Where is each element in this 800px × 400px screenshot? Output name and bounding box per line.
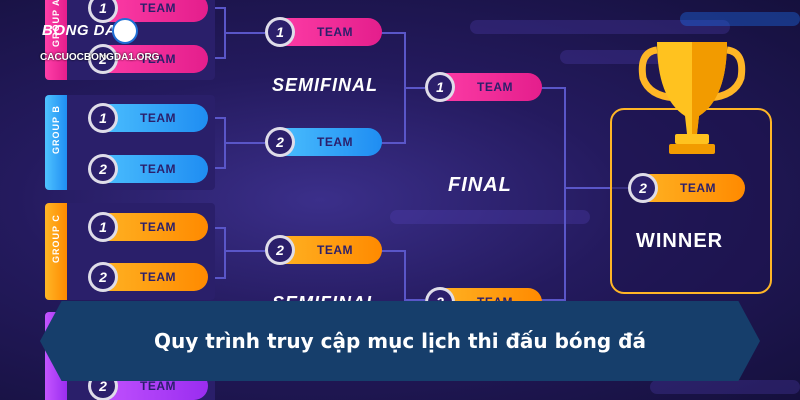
bg-stripe (470, 20, 730, 34)
group-b-team-2[interactable]: 2 TEAM (88, 154, 208, 184)
team-name: TEAM (140, 1, 176, 15)
seed-badge: 2 (265, 235, 295, 265)
winner-team[interactable]: 2 TEAM (628, 173, 745, 203)
seed-badge: 2 (88, 262, 118, 292)
soccer-ball-icon (112, 18, 138, 44)
seed-badge: 2 (88, 154, 118, 184)
team-name: TEAM (140, 270, 176, 284)
site-logo[interactable]: BONG DA CACUOCBONGDA1.ORG (40, 18, 159, 68)
group-c-team-1[interactable]: 1 TEAM (88, 212, 208, 242)
group-b-tab (45, 95, 67, 190)
group-c-label: GROUP C (45, 214, 67, 263)
semifinal-c-team[interactable]: 2 TEAM (265, 235, 382, 265)
group-c-team-2[interactable]: 2 TEAM (88, 262, 208, 292)
team-name: TEAM (140, 220, 176, 234)
group-a-team-2[interactable]: 2 TEAM (88, 44, 208, 74)
team-name: TEAM (140, 52, 176, 66)
trophy-icon (638, 42, 746, 154)
final-team-1[interactable]: 1 TEAM (425, 72, 542, 102)
banner-title: Quy trình truy cập mục lịch thi đấu bóng… (154, 329, 646, 353)
semifinal-b-team[interactable]: 2 TEAM (265, 127, 382, 157)
bg-stripe (390, 210, 590, 224)
seed-badge: 1 (265, 17, 295, 47)
team-name: TEAM (680, 181, 716, 195)
bg-stripe (650, 380, 800, 394)
winner-label: WINNER (636, 230, 724, 252)
seed-badge: 1 (425, 72, 455, 102)
title-banner: Quy trình truy cập mục lịch thi đấu bóng… (40, 301, 760, 381)
team-name: TEAM (140, 111, 176, 125)
group-c-tab (45, 203, 67, 300)
seed-badge: 2 (88, 44, 118, 74)
final-label: FINAL (448, 174, 512, 196)
semifinal-a-team[interactable]: 1 TEAM (265, 17, 382, 47)
seed-badge: 2 (628, 173, 658, 203)
bg-stripe (680, 12, 800, 26)
semifinal-label: SEMIFINAL (272, 75, 378, 95)
seed-badge: 1 (88, 212, 118, 242)
group-b-team-1[interactable]: 1 TEAM (88, 103, 208, 133)
logo-site: CACUOCBONGDA1.ORG (40, 52, 160, 63)
logo-title: BONG DA (42, 22, 117, 39)
group-b-label: GROUP B (45, 105, 67, 154)
seed-badge: 1 (88, 103, 118, 133)
team-name: TEAM (317, 135, 353, 149)
team-name: TEAM (477, 80, 513, 94)
team-name: TEAM (317, 25, 353, 39)
team-name: TEAM (140, 379, 176, 393)
group-a-team-1[interactable]: 1 TEAM (88, 0, 208, 23)
team-name: TEAM (140, 162, 176, 176)
seed-badge: 1 (88, 0, 118, 23)
team-name: TEAM (317, 243, 353, 257)
seed-badge: 2 (265, 127, 295, 157)
group-a-tab (45, 0, 67, 80)
